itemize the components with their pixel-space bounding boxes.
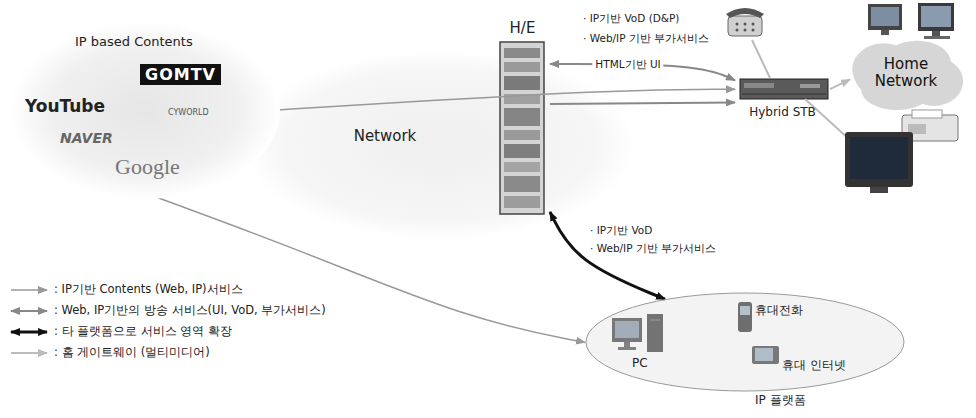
connector — [550, 102, 735, 104]
service-label: · IP기반 VoD — [590, 224, 652, 237]
node-text: 휴대전화 — [755, 303, 803, 317]
hybrid-stb: Hybrid STB — [735, 76, 830, 120]
legend-text: : 타 플랫폼으로 서비스 영역 확장 — [54, 325, 232, 339]
text-holder: 휴대 인터넷 — [782, 358, 846, 372]
node-text: Hybrid STB — [749, 105, 816, 119]
service-label: · IP기반 VoD (D&P) — [583, 12, 679, 25]
text-holder: NAVER — [60, 130, 113, 147]
edge-label: HTML기반 UI — [592, 58, 663, 71]
legend-sample — [8, 347, 50, 359]
content-cloud: IP based ContentsGOMTV YouTubeCYWORLD NAVE… — [20, 28, 270, 193]
label-holder: · IP기반 VoD (D&P) — [583, 12, 679, 25]
ip-platform: IP 플랫폼 PC 휴대전화휴대 인터넷 — [585, 292, 905, 412]
node-shape — [585, 292, 905, 412]
text-holder: IP based Contents — [75, 34, 193, 50]
platform-outline — [586, 293, 904, 391]
node-text: IP 플랫폼 — [755, 393, 806, 407]
mobile-phone: 휴대전화 — [735, 300, 830, 334]
computer-icons — [868, 3, 954, 39]
node-text: GOMTV — [140, 64, 221, 85]
pc-device: PC — [607, 312, 677, 374]
text-holder: Google — [115, 154, 180, 180]
network-label: Network — [345, 124, 425, 148]
legend-row: : 홈 게이트웨이 (멀티미디어) — [8, 346, 210, 360]
node-text: Home Network — [864, 56, 948, 89]
legend-line — [11, 352, 47, 354]
legend-line — [11, 289, 47, 291]
telephone-icon — [726, 8, 764, 36]
legend-row: : IP기반 Contents (Web, IP)서비스 — [8, 283, 243, 297]
text-holder: IP 플랫폼 — [755, 393, 806, 407]
node-text: H/E — [510, 19, 536, 37]
legend-sample — [8, 326, 50, 338]
connector — [145, 193, 585, 342]
text-holder: GOMTV — [140, 64, 221, 85]
label-holder: · IP기반 VoD — [590, 224, 652, 237]
connector — [270, 89, 735, 110]
cloud-outline — [10, 22, 280, 199]
text-holder: PC — [632, 356, 648, 370]
home-network: Home Network — [850, 42, 962, 110]
tv-icon — [845, 132, 913, 193]
legend-row: : Web, IP기반의 방송 서비스(UI, VoD, 부가서비스) — [8, 304, 326, 318]
node-text: CYWORLD — [168, 108, 209, 118]
head-end-rack — [500, 42, 544, 214]
legend-line — [11, 330, 47, 333]
network-cloud — [245, 50, 635, 240]
connector — [550, 212, 665, 299]
service-label: · Web/IP 기반 부가서비스 — [583, 32, 709, 45]
connector — [830, 79, 850, 89]
edge-label-holder: HTML기반 UI — [592, 58, 663, 71]
label-holder: · Web/IP 기반 부가서비스 — [583, 32, 709, 45]
legend-row: : 타 플랫폼으로 서비스 영역 확장 — [8, 325, 232, 339]
legend-line — [11, 310, 47, 312]
text-holder: CYWORLD — [168, 108, 209, 118]
set-top-box — [740, 79, 828, 99]
text-holder: 휴대전화 — [755, 303, 803, 317]
node-text: IP based Contents — [75, 34, 193, 50]
head-end: H/E — [495, 18, 550, 218]
node-text: YouTube — [25, 96, 105, 116]
node-text: PC — [632, 356, 648, 370]
node-text: 휴대 인터넷 — [782, 358, 846, 372]
node-text: NAVER — [60, 130, 113, 147]
label-holder: · Web/IP 기반 부가서비스 — [590, 242, 716, 255]
text-holder: YouTube — [25, 96, 105, 116]
node-text: Google — [115, 154, 180, 180]
node-text: Network — [354, 127, 417, 145]
service-label: · Web/IP 기반 부가서비스 — [590, 242, 716, 255]
legend-sample — [8, 305, 50, 317]
legend-sample — [8, 284, 50, 296]
legend-text: : 홈 게이트웨이 (멀티미디어) — [54, 346, 210, 360]
legend-text: : Web, IP기반의 방송 서비스(UI, VoD, 부가서비스) — [54, 304, 326, 318]
gateway-wire — [752, 40, 770, 78]
legend-text: : IP기반 Contents (Web, IP)서비스 — [54, 283, 243, 297]
portable-internet: 휴대 인터넷 — [750, 340, 860, 380]
